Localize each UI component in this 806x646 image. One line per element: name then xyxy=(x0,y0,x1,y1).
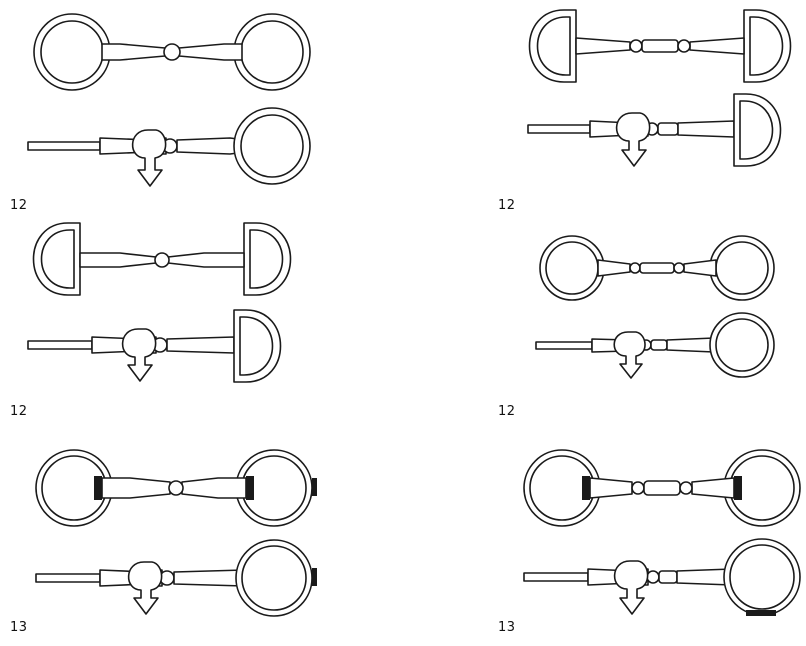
bit-side-view xyxy=(527,93,782,167)
bit-figure-3 xyxy=(20,215,320,395)
bit-figure-5 xyxy=(30,438,330,628)
bit-side-view xyxy=(523,538,801,616)
bit-front-view xyxy=(35,449,317,527)
bit-figure-2 xyxy=(520,0,806,200)
figure-caption-3: 12 xyxy=(10,404,28,419)
bit-figure-6 xyxy=(520,438,806,628)
bit-front-view xyxy=(528,9,792,83)
bit-figure-4 xyxy=(530,220,806,400)
bit-front-view xyxy=(32,222,292,296)
bit-side-view xyxy=(27,107,311,187)
bit-side-view xyxy=(35,539,317,617)
figure-caption-5: 13 xyxy=(10,620,28,635)
bit-side-view xyxy=(27,309,282,383)
bit-front-view xyxy=(33,13,311,91)
bit-front-view xyxy=(539,235,775,301)
bit-side-view xyxy=(535,312,775,379)
figure-caption-1: 12 xyxy=(10,198,28,213)
figure-caption-2: 12 xyxy=(498,198,516,213)
figure-caption-4: 12 xyxy=(498,404,516,419)
figure-caption-6: 13 xyxy=(498,620,516,635)
bit-front-view xyxy=(523,449,801,527)
bit-figure-1 xyxy=(20,0,320,200)
